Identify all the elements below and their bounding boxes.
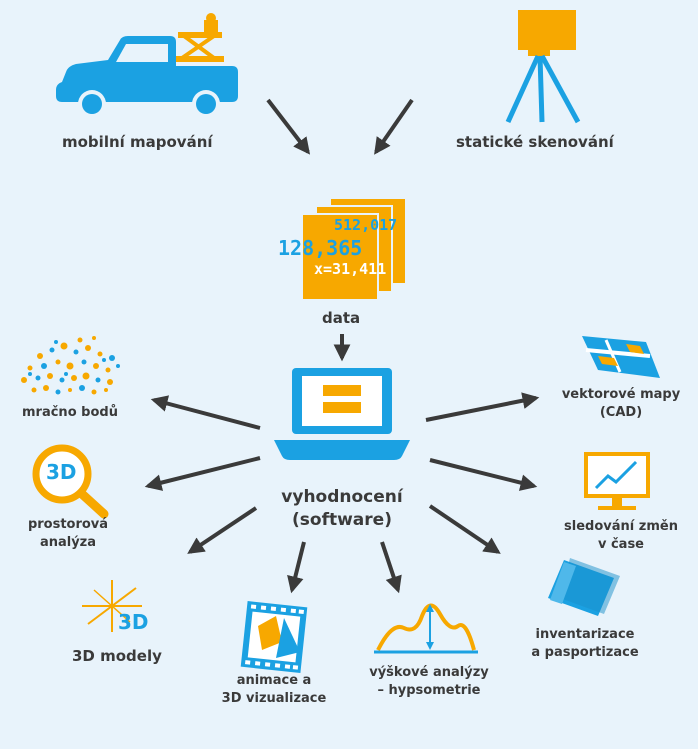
- point-cloud-dot: [77, 337, 83, 343]
- data-sheets-icon: [301, 197, 407, 301]
- point-cloud-dot: [95, 377, 101, 383]
- hypsometry-label-line1: výškové analýzy: [369, 665, 489, 680]
- animation-label-line2: 3D vizualizace: [221, 691, 327, 706]
- point-cloud-dot: [71, 375, 77, 381]
- inventory-label-line1: inventarizace: [535, 627, 635, 642]
- point-cloud-label: mračno bodů: [22, 405, 118, 420]
- data-label: data: [322, 309, 361, 327]
- data-number-2: 128,365: [278, 236, 363, 260]
- point-cloud-dot: [47, 373, 53, 379]
- point-cloud-dot: [64, 372, 68, 376]
- point-cloud-dot: [105, 367, 111, 373]
- point-cloud-dot: [59, 377, 65, 383]
- data-number-3: x=31,411: [314, 260, 387, 278]
- tripod-scanner-icon: [505, 10, 581, 124]
- point-cloud-dot: [37, 353, 43, 359]
- arrow-to-models: [187, 506, 258, 554]
- arrow-static-to-data: [374, 98, 414, 155]
- point-cloud-dot: [97, 351, 103, 357]
- software-label: vyhodnocení (software): [272, 486, 412, 532]
- monitor-chart-icon: [584, 452, 650, 510]
- animation-label-line1: animace a: [236, 673, 312, 688]
- film-strip-icon: [240, 601, 308, 673]
- spatial-analysis-label-line2: analýza: [39, 535, 97, 550]
- vector-maps-label-line2: (CAD): [599, 405, 643, 420]
- point-cloud-dot: [54, 340, 58, 344]
- pickup-truck-scanner-icon: [56, 13, 238, 118]
- point-cloud-dot: [60, 342, 68, 350]
- flow-arrows: [144, 98, 540, 594]
- laptop-icon: [274, 368, 410, 460]
- point-cloud-dot: [107, 379, 113, 385]
- elevation-profile-icon: [374, 603, 478, 654]
- point-cloud-dot: [85, 345, 91, 351]
- vector-maps-label-line1: vektorové mapy: [561, 387, 681, 402]
- magnifier-3d-text: 3D: [46, 460, 77, 484]
- point-cloud-dot: [55, 389, 61, 395]
- point-cloud-dot: [28, 372, 32, 376]
- point-cloud-dot: [116, 364, 120, 368]
- magnifier-3d-icon: [32, 444, 109, 519]
- software-label-line1: vyhodnocení: [281, 487, 403, 507]
- mobile-mapping-label: mobilní mapování: [62, 133, 213, 151]
- point-cloud-dot: [66, 362, 74, 370]
- axes-3d-text: 3D: [118, 610, 149, 634]
- point-cloud-dot: [55, 359, 61, 365]
- arrow-to-animation: [287, 541, 306, 594]
- point-cloud-dot: [81, 359, 87, 365]
- vector-maps-label: vektorové mapy (CAD): [556, 386, 686, 422]
- point-cloud-dot: [104, 388, 108, 392]
- static-scanning-label: statické skenování: [456, 133, 614, 151]
- hypsometry-label-line2: – hypsometrie: [377, 683, 481, 698]
- arrow-to-point-cloud: [150, 395, 261, 430]
- monitoring-label: sledování změn v čase: [556, 518, 686, 554]
- point-cloud-dot: [109, 355, 115, 361]
- point-cloud-dot: [82, 372, 90, 380]
- inventory-label-line2: a pasportizace: [531, 645, 639, 660]
- monitoring-label-line2: v čase: [597, 537, 645, 552]
- point-cloud-dot: [21, 377, 27, 383]
- spatial-analysis-label: prostorová analýza: [18, 516, 118, 552]
- point-cloud-dot: [93, 363, 99, 369]
- 3d-models-label: 3D modely: [72, 647, 162, 665]
- inventory-label: inventarizace a pasportizace: [520, 626, 650, 662]
- arrow-to-vector: [425, 392, 540, 422]
- arrow-to-monitoring: [429, 458, 538, 491]
- animation-label: animace a 3D vizualizace: [214, 672, 334, 708]
- point-cloud-icon: [21, 336, 120, 395]
- point-cloud-dot: [102, 358, 106, 362]
- point-cloud-dot: [73, 349, 79, 355]
- point-cloud-dot: [91, 389, 97, 395]
- folder-icon: [548, 558, 620, 616]
- arrow-to-spatial: [144, 456, 261, 491]
- data-number-1: 512,017: [334, 216, 398, 234]
- monitoring-label-line1: sledování změn: [564, 519, 678, 534]
- point-cloud-dot: [79, 385, 85, 391]
- point-cloud-dot: [41, 363, 47, 369]
- point-cloud-dot: [68, 388, 72, 392]
- point-cloud-dot: [35, 375, 41, 381]
- arrow-to-inventory: [428, 504, 501, 554]
- arrow-to-hypsometry: [380, 541, 402, 594]
- arrow-mobile-to-data: [266, 98, 311, 155]
- point-cloud-dot: [27, 365, 33, 371]
- 3d-axes-icon: [82, 580, 142, 632]
- point-cloud-dot: [49, 347, 55, 353]
- software-label-line2: (software): [292, 510, 392, 530]
- point-cloud-dot: [31, 387, 37, 393]
- hypsometry-label: výškové analýzy – hypsometrie: [364, 664, 494, 700]
- point-cloud-dot: [43, 385, 49, 391]
- point-cloud-dot: [92, 336, 96, 340]
- spatial-analysis-label-line1: prostorová: [27, 517, 109, 532]
- vector-map-icon: [582, 336, 660, 378]
